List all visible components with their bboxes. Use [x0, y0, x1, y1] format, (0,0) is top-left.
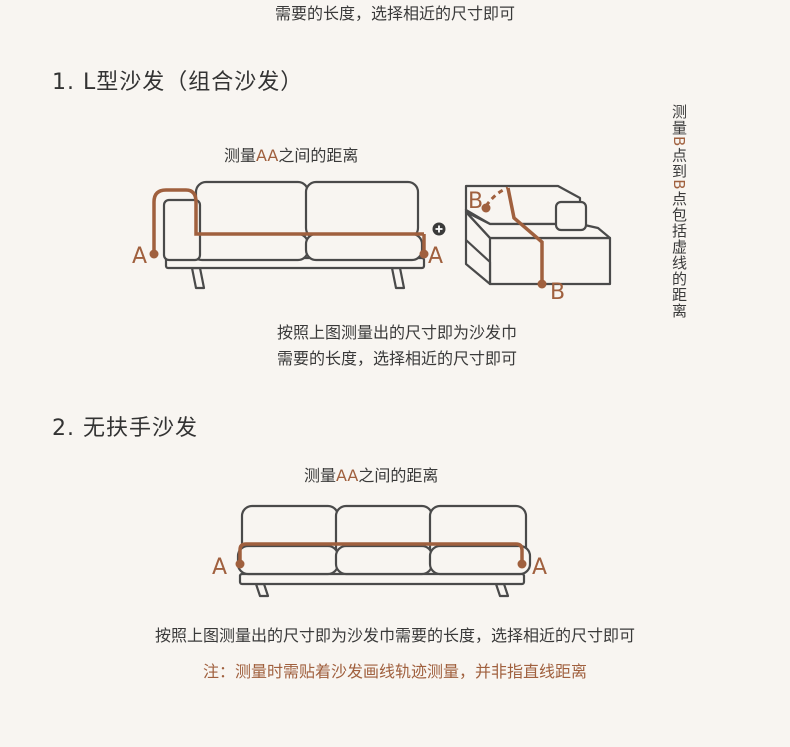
label-b-bottom: B [550, 280, 565, 305]
label-a-left: A [132, 244, 147, 269]
label-b-top: B [468, 189, 483, 214]
section1-caption-line2: 需要的长度，选择相近的尺寸即可 [276, 349, 517, 368]
instruction2-mark: AA [336, 466, 359, 485]
plus-icon [432, 222, 446, 236]
instruction-mark: AA [256, 146, 279, 165]
side-note-mark1: B [670, 136, 688, 148]
instruction2-suffix: 之间的距离 [358, 466, 439, 485]
chaise-module-diagram: B B [464, 184, 612, 305]
instruction-prefix: 测量 [224, 146, 257, 165]
side-note-part1: 测量 [670, 104, 688, 136]
label-a-right: A [428, 244, 443, 269]
side-note-mark2: B [670, 179, 688, 191]
point-a2-left [235, 559, 245, 569]
side-note: 测量B点到B点包括虚线的距离 [670, 104, 688, 319]
label-a2-right: A [532, 555, 547, 580]
top-caption: 需要的长度，选择相近的尺寸即可 [274, 4, 515, 23]
section2-caption: 按照上图测量出的尺寸即为沙发巾需要的长度，选择相近的尺寸即可 [154, 626, 635, 645]
label-a2-left: A [212, 555, 227, 580]
armless-sofa-outline [236, 504, 532, 598]
measure-path-b [506, 187, 544, 284]
side-note-part2: 点到 [670, 147, 688, 180]
measure-note: 注：测量时需贴着沙发画线轨迹测量，并非指直线距离 [202, 662, 587, 681]
point-b-bottom [537, 279, 547, 289]
instruction-suffix: 之间的距离 [278, 146, 359, 165]
sofa-outline [162, 180, 426, 290]
side-note-part3: 点包括虚线的距离 [670, 190, 688, 319]
section2-instruction: 测量AA之间的距离 [304, 462, 438, 486]
point-b-top [481, 203, 491, 213]
sofa-with-armrest-diagram: A A [132, 180, 443, 290]
point-a-left [149, 249, 159, 259]
measure-path [152, 188, 424, 254]
section1-caption: 按照上图测量出的尺寸即为沙发巾 需要的长度，选择相近的尺寸即可 [190, 320, 604, 372]
point-a2-right [517, 559, 527, 569]
measure-path-2 [238, 542, 524, 564]
section2-title: 2. 无扶手沙发 [52, 416, 198, 441]
section1-caption-line1: 按照上图测量出的尺寸即为沙发巾 [276, 323, 517, 342]
chaise-outline [464, 184, 612, 286]
section1-instruction: 测量AA之间的距离 [224, 142, 358, 166]
armless-sofa-diagram: A A [212, 504, 547, 598]
instruction2-prefix: 测量 [304, 466, 337, 485]
dashed-measure-path [484, 186, 509, 207]
section1-title: 1. L型沙发（组合沙发） [52, 70, 304, 95]
